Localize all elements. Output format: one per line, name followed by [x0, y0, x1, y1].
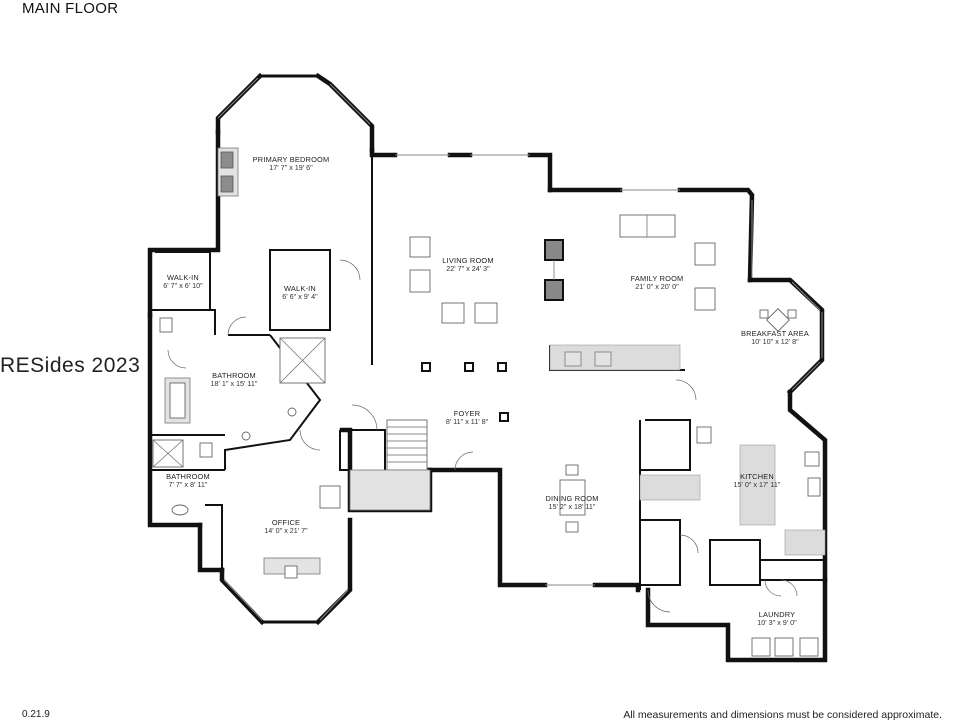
- dims-primary-bedroom: 17' 7" x 19' 6": [269, 163, 313, 172]
- exterior-walls: [147, 72, 828, 663]
- disclaimer-text: All measurements and dimensions must be …: [623, 709, 942, 721]
- label-living-room: LIVING ROOM: [442, 256, 493, 265]
- dims-bathroom-1: 18' 1" x 15' 11": [211, 379, 258, 388]
- staircase: [349, 419, 431, 511]
- label-dining-room: DINING ROOM: [545, 494, 598, 503]
- label-primary-bedroom: PRIMARY BEDROOM: [253, 155, 330, 164]
- columns: [421, 239, 564, 422]
- label-walk-in-2: WALK-IN: [284, 284, 316, 293]
- dims-walk-in-1: 6' 7" x 6' 10": [163, 281, 203, 290]
- furniture: [152, 147, 826, 657]
- label-laundry: LAUNDRY: [759, 610, 796, 619]
- door-swings: [167, 259, 798, 613]
- dims-laundry: 10' 3" x 9' 0": [757, 618, 797, 627]
- dims-dining-room: 15' 2" x 18' 11": [549, 502, 596, 511]
- label-family-room: FAMILY ROOM: [631, 274, 684, 283]
- watermark-text: RESides 2023: [0, 354, 141, 377]
- label-foyer: FOYER: [454, 409, 480, 418]
- room-labels: PRIMARY BEDROOM 17' 7" x 19' 6" WALK-IN …: [163, 155, 809, 627]
- label-kitchen: KITCHEN: [740, 472, 774, 481]
- plan-title: MAIN FLOOR: [22, 0, 119, 17]
- version-label: 0.21.9: [22, 709, 50, 720]
- dims-kitchen: 15' 0" x 17' 11": [734, 480, 781, 489]
- label-bathroom-2: BATHROOM: [166, 472, 210, 481]
- label-breakfast-area: BREAKFAST AREA: [741, 329, 809, 338]
- interior-walls: [150, 150, 825, 590]
- dims-office: 14' 0" x 21' 7": [264, 526, 308, 535]
- dims-family-room: 21' 0" x 20' 0": [635, 282, 679, 291]
- dims-walk-in-2: 6' 6" x 9' 4": [282, 292, 318, 301]
- dims-living-room: 22' 7" x 24' 3": [446, 264, 490, 273]
- label-walk-in-1: WALK-IN: [167, 273, 199, 282]
- dims-bathroom-2: 7' 7" x 8' 11": [169, 480, 208, 489]
- label-office: OFFICE: [272, 518, 300, 527]
- dims-breakfast-area: 10' 10" x 12' 8": [751, 337, 799, 346]
- dims-foyer: 8' 11" x 11' 8": [446, 417, 489, 426]
- label-bathroom-1: BATHROOM: [212, 371, 256, 380]
